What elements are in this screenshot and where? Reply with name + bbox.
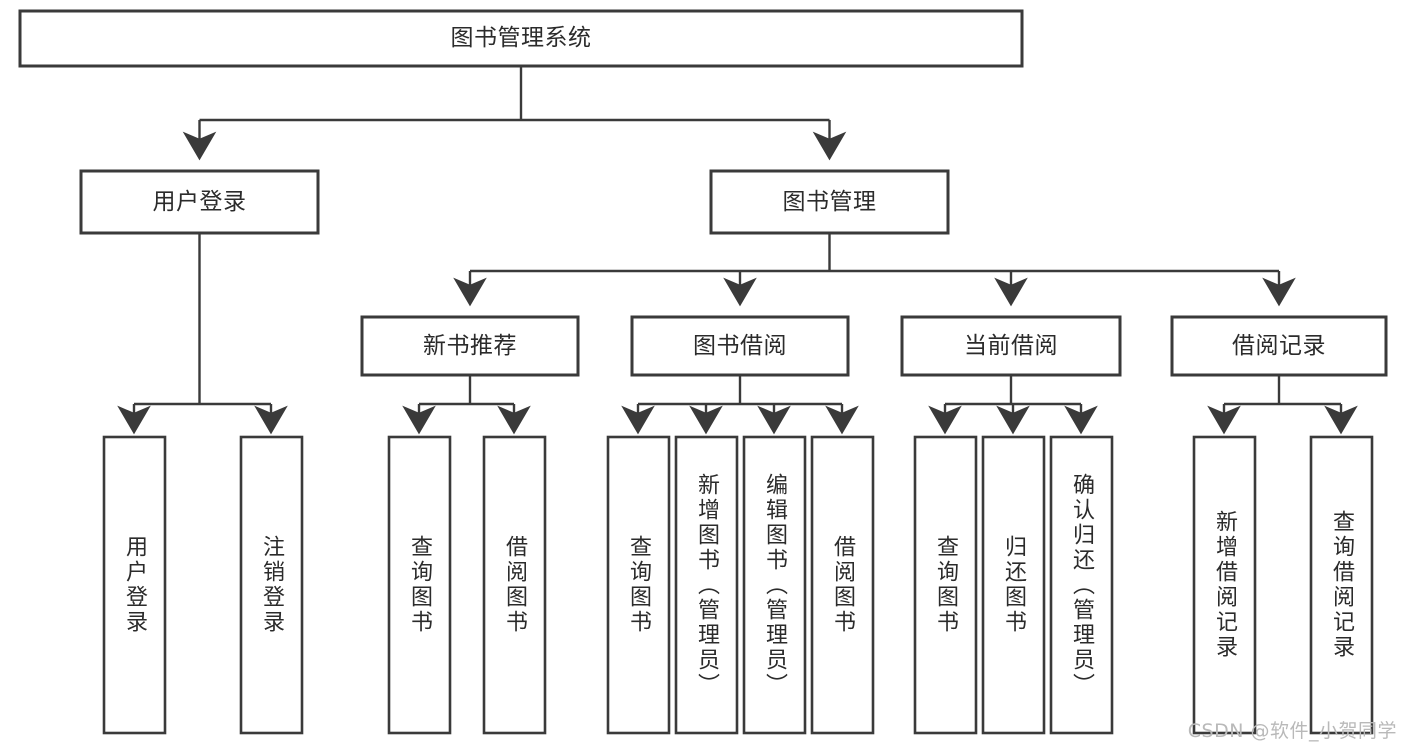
edge-group-level2-to-level3	[453, 233, 1296, 307]
node-box-leaf-add-record[interactable]	[1192, 435, 1257, 735]
node-box-leaf-user-login[interactable]	[102, 435, 167, 735]
node-box-book-manage[interactable]	[709, 169, 950, 235]
node-box-root[interactable]	[18, 9, 1024, 68]
edge-group-book-borrow-children	[621, 375, 859, 435]
node-box-leaf-query-book-cur[interactable]	[913, 435, 978, 735]
watermark-text: CSDN @软件_小贺同学	[1187, 720, 1397, 742]
edge-group-borrow-record-children	[1207, 375, 1358, 435]
node-box-leaf-edit-book[interactable]	[742, 435, 807, 735]
node-box-leaf-return-book[interactable]	[981, 435, 1046, 735]
node-box-leaf-add-book[interactable]	[674, 435, 739, 735]
node-box-leaf-logout[interactable]	[239, 435, 304, 735]
node-box-leaf-borrow-book-rec[interactable]	[482, 435, 547, 735]
edge-group-current-borrow-children	[928, 375, 1098, 435]
node-box-leaf-query-book[interactable]	[606, 435, 671, 735]
node-box-leaf-query-book-rec[interactable]	[387, 435, 452, 735]
edge-group-new-book-rec-children	[402, 375, 531, 435]
node-box-current-borrow[interactable]	[900, 315, 1122, 377]
node-box-borrow-record[interactable]	[1170, 315, 1388, 377]
edge-group-user-login-children	[117, 233, 288, 435]
node-box-book-borrow[interactable]	[630, 315, 850, 377]
edge-group-level1-to-level2	[182, 66, 847, 161]
node-box-leaf-confirm-return[interactable]	[1049, 435, 1114, 735]
node-box-leaf-borrow-book[interactable]	[810, 435, 875, 735]
node-box-leaf-query-record[interactable]	[1309, 435, 1374, 735]
node-box-user-login[interactable]	[79, 169, 320, 235]
node-box-new-book-rec[interactable]	[360, 315, 580, 377]
